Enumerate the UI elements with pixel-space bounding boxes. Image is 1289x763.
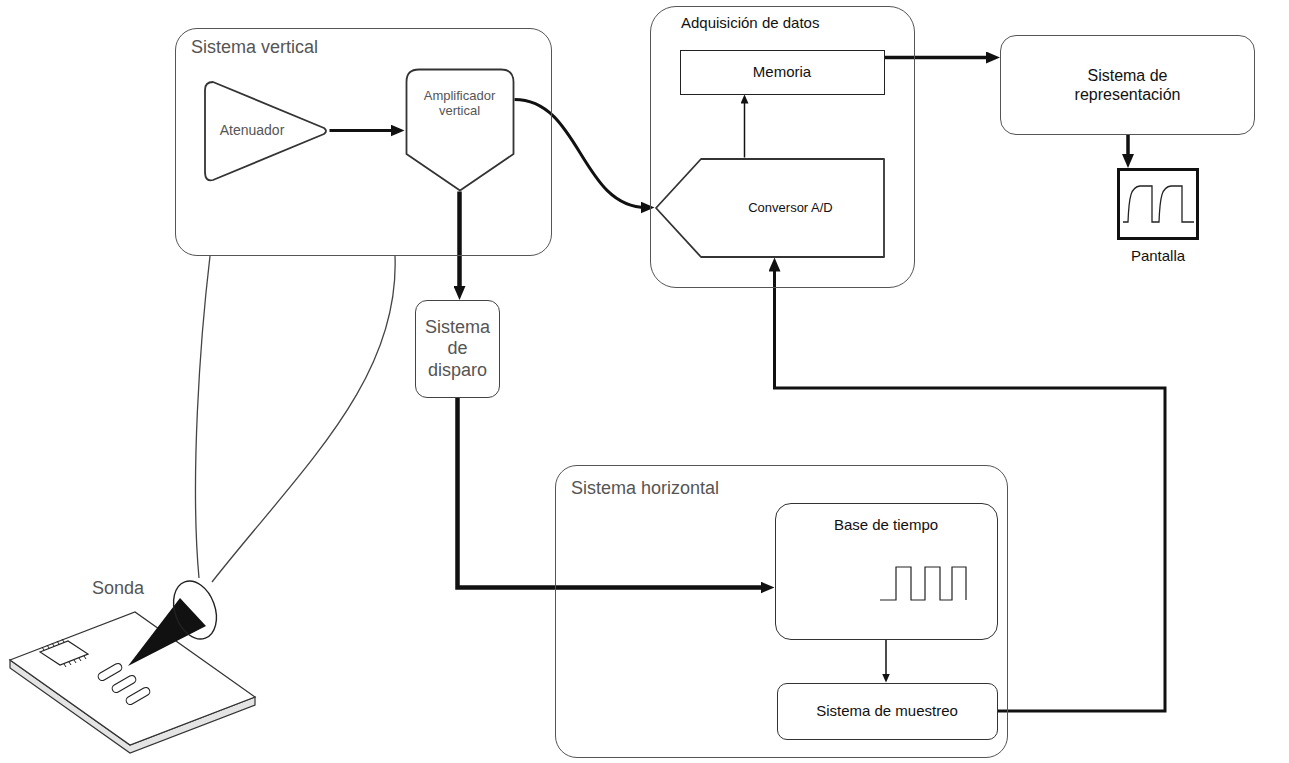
node-label: Amplificador vertical <box>411 88 509 119</box>
connector-arrow <box>744 101 746 158</box>
system-group: Sistema horizontalBase de tiempoSistema … <box>555 465 1008 758</box>
probe-cable <box>212 256 395 582</box>
system-group: Adquisición de datosMemoriaConversor A/D <box>650 6 915 288</box>
process-box: Sistema de muestreo <box>777 683 998 740</box>
node-label: Sistema de muestreo <box>816 702 958 720</box>
probe-cable <box>195 256 210 578</box>
connector-arrow <box>885 56 993 60</box>
resistor-symbol <box>97 662 152 706</box>
converter-block: Conversor A/D <box>655 158 885 258</box>
connector-arrow <box>1126 135 1130 160</box>
node-label: Pantalla <box>1131 247 1185 265</box>
converter-block-outline-path <box>656 159 884 257</box>
attenuator-triangle-outline-path <box>205 82 326 180</box>
circuit-board <box>10 612 255 745</box>
node-label: Base de tiempo <box>834 516 938 534</box>
connector-arrow <box>775 266 1166 712</box>
connector-arrow <box>885 640 887 677</box>
process-box: Sistema de representación <box>1000 35 1255 135</box>
group-title: Sistema horizontal <box>571 478 992 500</box>
chip-pins <box>42 639 86 667</box>
trigger-box: Sistema de disparo <box>415 300 500 398</box>
memory-box: Memoria <box>680 50 885 95</box>
square-wave <box>880 567 966 600</box>
probe-tip <box>128 598 206 666</box>
node-label: Memoria <box>753 63 811 81</box>
connector-arrow <box>515 100 647 208</box>
system-group: Sistema verticalAtenuador Amplificador ve… <box>175 28 552 256</box>
screen-box: Pantalla <box>1117 168 1199 240</box>
node-label: Atenuador <box>220 122 285 139</box>
probe-head <box>166 575 224 645</box>
connector-arrow <box>457 192 462 293</box>
group-title: Sistema vertical <box>191 37 536 59</box>
screen-waveform <box>1123 186 1194 222</box>
group-title: Adquisición de datos <box>681 14 884 32</box>
timebase-box: Base de tiempo <box>775 503 998 640</box>
node-label: Sistema de disparo <box>421 317 494 382</box>
node-label: Sistema de representación <box>1033 66 1223 104</box>
chip-symbol <box>40 641 88 665</box>
amplifier-block-outline <box>405 68 515 192</box>
amplifier-block: Amplificador vertical <box>405 68 515 192</box>
amplifier-block-outline-path <box>406 69 513 190</box>
attenuator-triangle: Atenuador <box>203 80 328 182</box>
part-label: Sonda <box>92 578 144 600</box>
connector-arrow <box>330 129 397 132</box>
node-label: Conversor A/D <box>748 200 833 216</box>
